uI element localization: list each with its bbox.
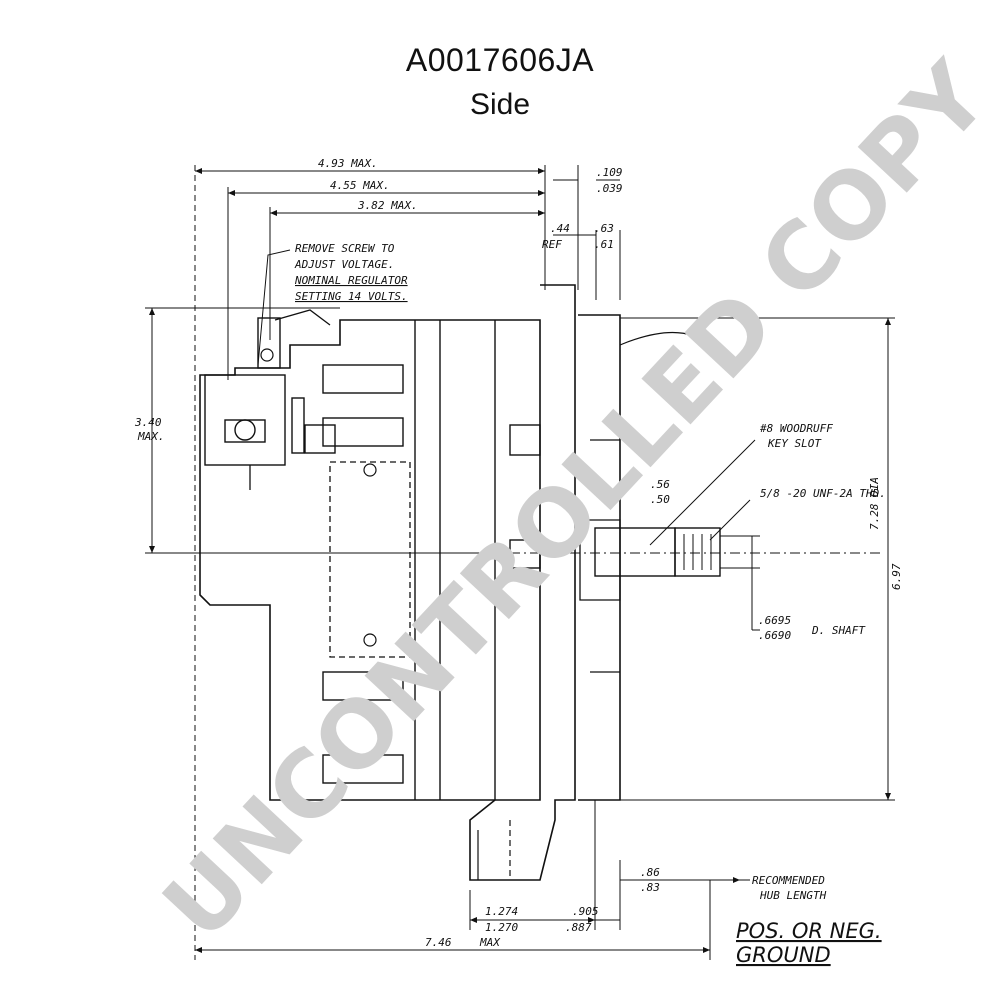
note-adjust-2: ADJUST VOLTAGE. [294,258,394,271]
dim-1270: 1.270 [485,921,518,934]
dim-109: .109 [596,166,623,179]
dim-728: 7.28 DIA [868,477,881,530]
dim-887: .887 [565,921,592,934]
dim-ref: REF [542,238,562,251]
dim-63: .63 [594,222,614,235]
note-adjust-4: SETTING 14 VOLTS. [295,290,408,303]
dim-dshaft: D. SHAFT [811,624,866,637]
dim-340-max: MAX. [137,430,165,443]
drawing-outline [145,165,895,960]
dim-44: .44 [550,222,570,235]
note-hub-2: HUB LENGTH [759,889,827,902]
dim-382: 3.82 MAX. [357,199,418,212]
note-woodruff-1: #8 WOODRUFF [759,422,833,435]
note-thread: 5/8 -20 UNF-2A THD. [760,487,886,500]
dim-86: .86 [640,866,660,879]
note-ground-2: GROUND [736,943,831,967]
dim-83: .83 [640,881,660,894]
dim-6690: .6690 [758,629,791,642]
dim-1274: 1.274 [485,905,518,918]
dim-455: 4.55 MAX. [330,179,390,192]
view-subtitle: Side [469,88,531,121]
dim-039: .039 [596,182,623,195]
dim-340: 3.40 [134,416,162,429]
note-ground-1: POS. OR NEG. [736,919,882,943]
dim-746: 7.46 [425,936,452,949]
dim-746-max: MAX [479,936,501,949]
dim-6695: .6695 [758,614,791,627]
note-woodruff-2: KEY SLOT [767,437,822,450]
dim-905: .905 [572,905,599,918]
note-adjust-1: REMOVE SCREW TO [295,242,395,255]
dim-50: .50 [650,493,670,506]
note-hub-1: RECOMMENDED [752,874,825,887]
part-number-title: A0017606JA [405,42,595,78]
dim-56: .56 [650,478,670,491]
dim-697: 6.97 [890,563,903,590]
dim-61: .61 [594,238,614,251]
dim-493: 4.93 MAX. [318,157,378,170]
note-adjust-3: NOMINAL REGULATOR [294,274,408,287]
